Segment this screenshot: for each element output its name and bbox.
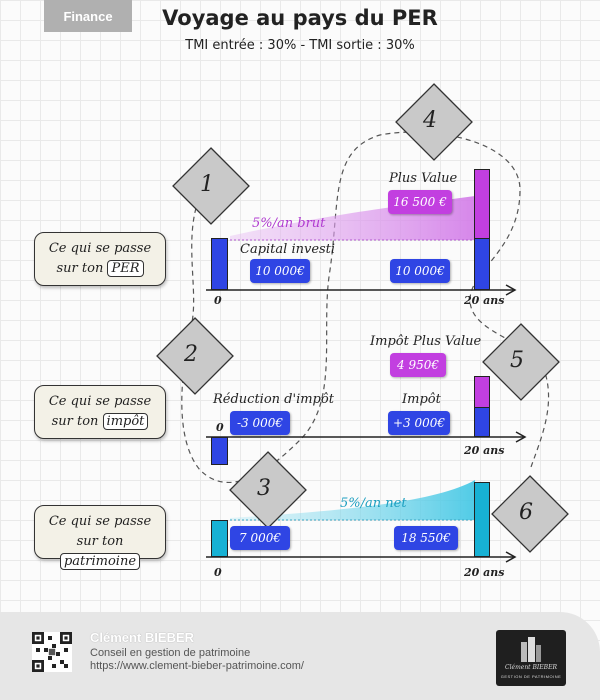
logo-subtitle: GESTION DE PATRIMOINE — [500, 674, 562, 679]
step-2-diamond — [156, 317, 234, 395]
advisor-role: Conseil en gestion de patrimoine — [90, 647, 251, 659]
building-icon — [521, 637, 541, 662]
per-gain-label: Plus Value — [389, 171, 458, 186]
tax-reduction-value: -3 000€ — [230, 411, 290, 435]
row-label-prefix: sur ton — [76, 534, 124, 549]
per-end-capital-bar — [474, 238, 490, 290]
row-label-tax: Ce qui se passe sur ton impôt — [34, 385, 166, 439]
row-label-wealth: Ce qui se passe sur ton patrimoine — [34, 505, 166, 570]
logo-name: Clément BIEBER — [505, 664, 557, 671]
tax-exit-bar — [474, 407, 490, 437]
category-tag: Finance — [44, 0, 132, 32]
row-label-prefix: sur ton — [56, 261, 104, 276]
page-title: Voyage au pays du PER — [162, 6, 438, 30]
company-logo: Clément BIEBER GESTION DE PATRIMOINE — [496, 630, 566, 686]
step-1-diamond — [172, 147, 250, 225]
step-2-number: 2 — [184, 342, 198, 367]
step-5-diamond — [482, 323, 560, 401]
wealth-end-value: 18 550€ — [394, 526, 458, 550]
wealth-rate-label: 5%/an net — [340, 496, 407, 511]
advisor-url[interactable]: https://www.clement-bieber-patrimoine.co… — [90, 660, 304, 672]
row-label-line: Ce qui se passe — [48, 394, 152, 409]
per-capital-end: 10 000€ — [390, 259, 450, 283]
tax-axis-start: 0 — [216, 421, 224, 434]
tax-reduction-label: Réduction d'impôt — [213, 392, 334, 407]
step-1-number: 1 — [200, 172, 214, 197]
wealth-start-bar — [211, 520, 228, 557]
row-label-keyword: patrimoine — [59, 553, 141, 570]
step-6-diamond — [491, 475, 569, 553]
per-axis-start: 0 — [214, 294, 222, 307]
wealth-axis-start: 0 — [214, 566, 222, 579]
per-start-bar — [211, 238, 228, 290]
step-6-number: 6 — [519, 500, 533, 525]
per-rate-label: 5%/an brut — [252, 216, 326, 231]
tax-axis-end: 20 ans — [464, 444, 505, 457]
row-label-line: Ce qui se passe — [48, 514, 152, 529]
row-label-line: Ce qui se passe — [48, 241, 152, 256]
step-4-number: 4 — [423, 108, 437, 133]
tax-exit-value: +3 000€ — [388, 411, 450, 435]
per-end-gain-bar — [474, 169, 490, 239]
tax-exit-label: Impôt — [402, 392, 441, 407]
per-capital-label: Capital investi — [240, 242, 336, 257]
step-4-diamond — [395, 83, 473, 161]
step-3-number: 3 — [257, 476, 271, 501]
qr-code-icon — [32, 632, 72, 672]
row-label-prefix: sur ton — [51, 414, 99, 429]
tax-gain-bar — [474, 376, 490, 408]
advisor-name: Clément BIEBER — [90, 630, 195, 645]
row-label-per: Ce qui se passe sur ton PER — [34, 232, 166, 286]
per-capital-start: 10 000€ — [250, 259, 310, 283]
wealth-end-bar — [474, 482, 490, 557]
journey-path — [181, 131, 550, 483]
tax-reduction-bar — [211, 437, 228, 465]
per-gain-value: 16 500 € — [388, 190, 452, 214]
row-label-keyword: PER — [107, 260, 144, 277]
wealth-axis-end: 20 ans — [464, 566, 505, 579]
wealth-start-value: 7 000€ — [230, 526, 290, 550]
tax-gain-value: 4 950€ — [390, 353, 446, 377]
row-label-keyword: impôt — [102, 413, 149, 430]
wealth-growth-area — [230, 480, 475, 520]
page-subtitle: TMI entrée : 30% - TMI sortie : 30% — [185, 38, 415, 53]
step-5-number: 5 — [510, 348, 524, 373]
per-axis-end: 20 ans — [464, 294, 505, 307]
tax-gain-label: Impôt Plus Value — [370, 334, 482, 349]
